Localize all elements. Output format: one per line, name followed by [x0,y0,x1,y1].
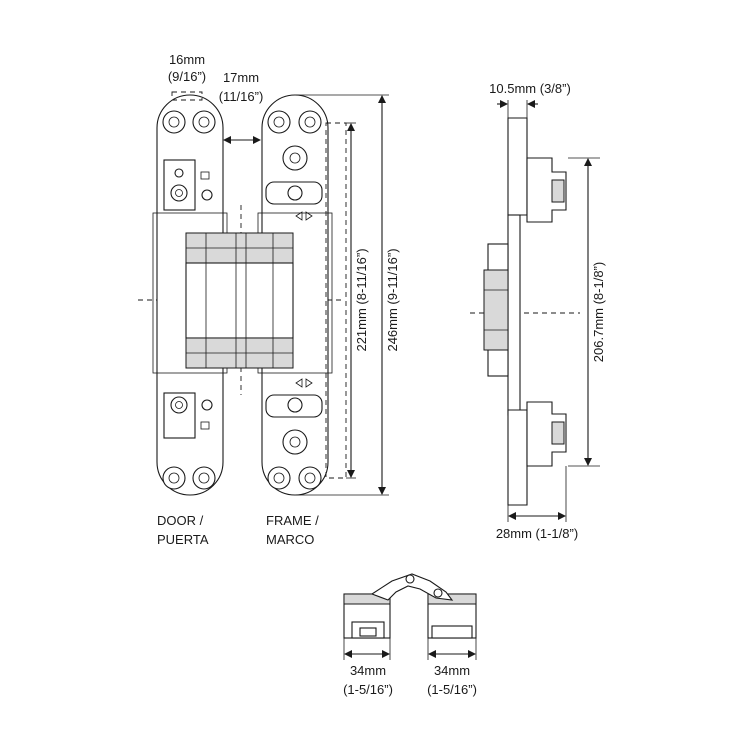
dim-left-depth-inch-label: (1-5/16”) [343,682,393,697]
dim-depth-label: 28mm (1-1/8”) [496,526,578,541]
frame-label-line1: FRAME / [266,513,319,528]
door-label-line1: DOOR / [157,513,204,528]
front-view: 16mm (9/16”) 17mm (11/16”) 221mm (8-11/1… [138,52,400,547]
dim-right-depth-inch-label: (1-5/16”) [427,682,477,697]
dim-left-depth-label: 34mm [350,663,386,678]
frame-label-line2: MARCO [266,532,314,547]
dim-right-depth-label: 34mm [434,663,470,678]
dim-screw-spacing-inch-label: (9/16”) [168,69,206,84]
top-view: 34mm (1-5/16”) 34mm (1-5/16”) [343,573,477,697]
frame-plate [257,94,333,496]
dim-screw-spacing-box [171,91,203,101]
side-view: 10.5mm (3/8”) 206.7mm (8-1/8”) 28mm (1-1… [470,81,606,541]
dim-screw-spacing-label: 16mm [169,52,205,67]
dim-gap-label: 17mm [223,70,259,85]
lock-icon [200,171,210,180]
dim-total-length-label: 246mm (9-11/16”) [385,248,400,351]
unlock-icon [200,421,210,430]
door-label-line2: PUERTA [157,532,209,547]
dim-inner-length-label: 221mm (8-11/16”) [354,248,369,351]
dim-thickness-label: 10.5mm (3/8”) [489,81,571,96]
dim-gap-inch-label: (11/16”) [219,89,264,104]
hinge-arms [185,232,294,369]
dim-height-label: 206.7mm (8-1/8”) [591,262,606,362]
mortise-outline [325,122,347,479]
